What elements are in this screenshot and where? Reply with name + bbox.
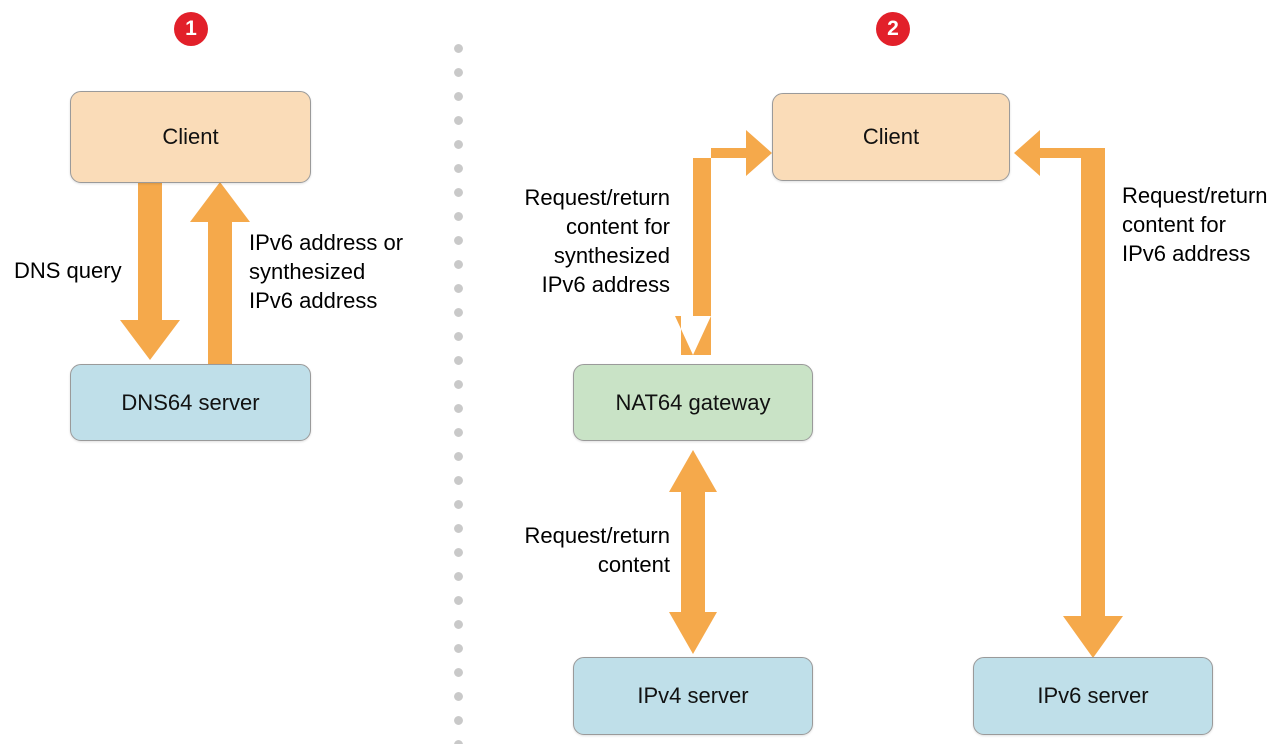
node-dns64-server[interactable]: DNS64 server [70,364,311,441]
label-dns-query: DNS query [14,258,122,283]
node-client-section2[interactable]: Client [772,93,1010,181]
arrow-dns64-to-client [190,182,250,365]
step-badge-1: 1 [174,12,208,46]
node-nat64-gateway[interactable]: NAT64 gateway [573,364,813,441]
label-nat64-ipv4-flow: Request/return content [524,523,670,578]
step-badge-2: 2 [876,12,910,46]
node-ipv4-server[interactable]: IPv4 server [573,657,813,735]
arrow-ipv6-client-elbow [1014,130,1123,658]
node-ipv6-server[interactable]: IPv6 server [973,657,1213,735]
label-ipv6-address-response: IPv6 address or synthesized IPv6 address [249,230,404,314]
label-ipv6-content-flow: Request/return content for IPv6 address [1122,183,1268,267]
section-divider [454,44,463,744]
node-client-section1[interactable]: Client [70,91,311,183]
arrow-nat64-ipv4 [669,450,717,654]
arrow-nat64-client-elbow [675,130,772,355]
label-synthesized-ipv6-flow: Request/return content for synthesized I… [524,185,670,298]
